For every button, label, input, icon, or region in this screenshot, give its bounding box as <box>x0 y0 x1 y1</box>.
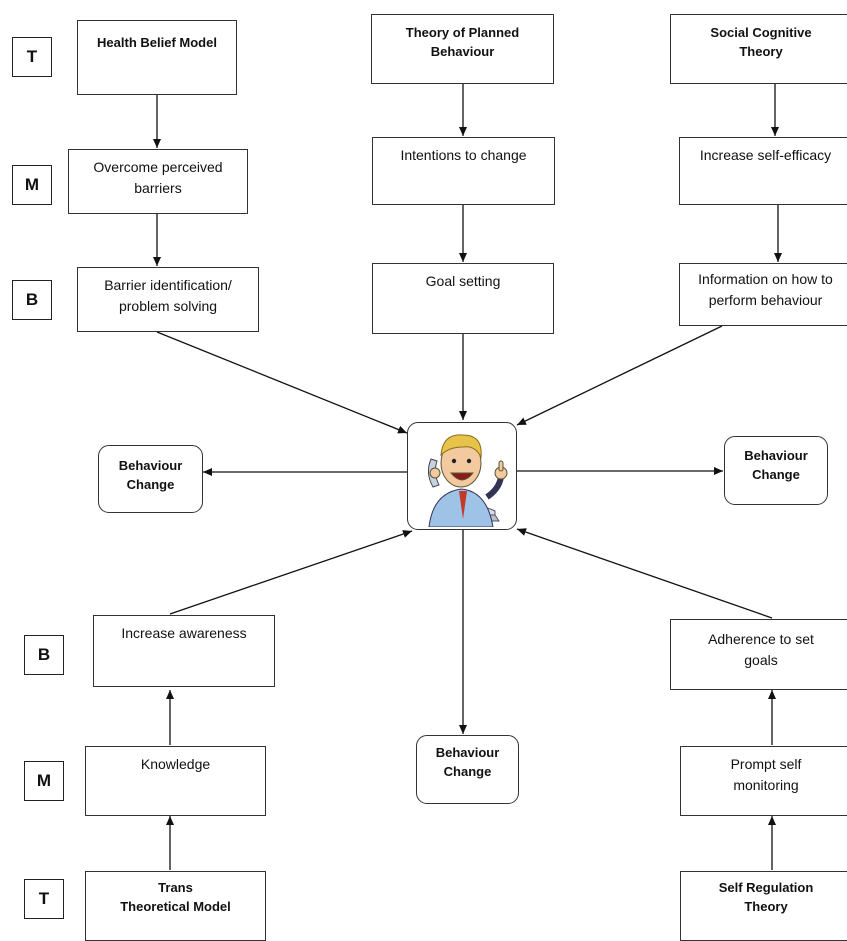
arrow-information-to-center <box>516 325 723 426</box>
box-increase-awareness: Increase awareness <box>93 615 275 687</box>
outcome-behaviour-change-right: Behaviour Change <box>724 436 828 505</box>
outcome-behaviour-change-bottom: Behaviour Change <box>416 735 519 804</box>
arrow-identification-to-center <box>156 331 408 434</box>
box-intentions-to-change: Intentions to change <box>372 137 555 205</box>
box-trans-theoretical-model: Trans Theoretical Model <box>85 871 266 941</box>
box-overcome-barriers: Overcome perceived barriers <box>68 149 248 214</box>
box-increase-self-efficacy: Increase self-efficacy <box>679 137 847 205</box>
box-self-regulation-theory: Self Regulation Theory <box>680 871 847 941</box>
arrow-awareness-to-center <box>169 530 413 615</box>
box-barrier-identification: Barrier identification/ problem solving <box>77 267 259 332</box>
box-information-perform: Information on how to perform behaviour <box>679 263 847 326</box>
outcome-behaviour-change-left: Behaviour Change <box>98 445 203 513</box>
label-theory-bottom: T <box>24 879 64 919</box>
box-adherence-goals: Adherence to set goals <box>670 619 847 690</box>
box-social-cognitive-theory: Social Cognitive Theory <box>670 14 847 84</box>
box-goal-setting: Goal setting <box>372 263 554 334</box>
label-technique-top: B <box>12 280 52 320</box>
box-prompt-self-monitoring: Prompt self monitoring <box>680 746 847 816</box>
label-theory-top: T <box>12 37 52 77</box>
label-mechanism-top: M <box>12 165 52 205</box>
label-technique-bottom: B <box>24 635 64 675</box>
box-knowledge: Knowledge <box>85 746 266 816</box>
label-mechanism-bottom: M <box>24 761 64 801</box>
box-health-belief-model: Health Belief Model <box>77 20 237 95</box>
box-theory-planned-behaviour: Theory of Planned Behaviour <box>371 14 554 84</box>
person-on-phone-illustration <box>427 434 508 528</box>
arrow-adherence-to-center <box>516 528 773 619</box>
center-person-image <box>407 422 517 530</box>
